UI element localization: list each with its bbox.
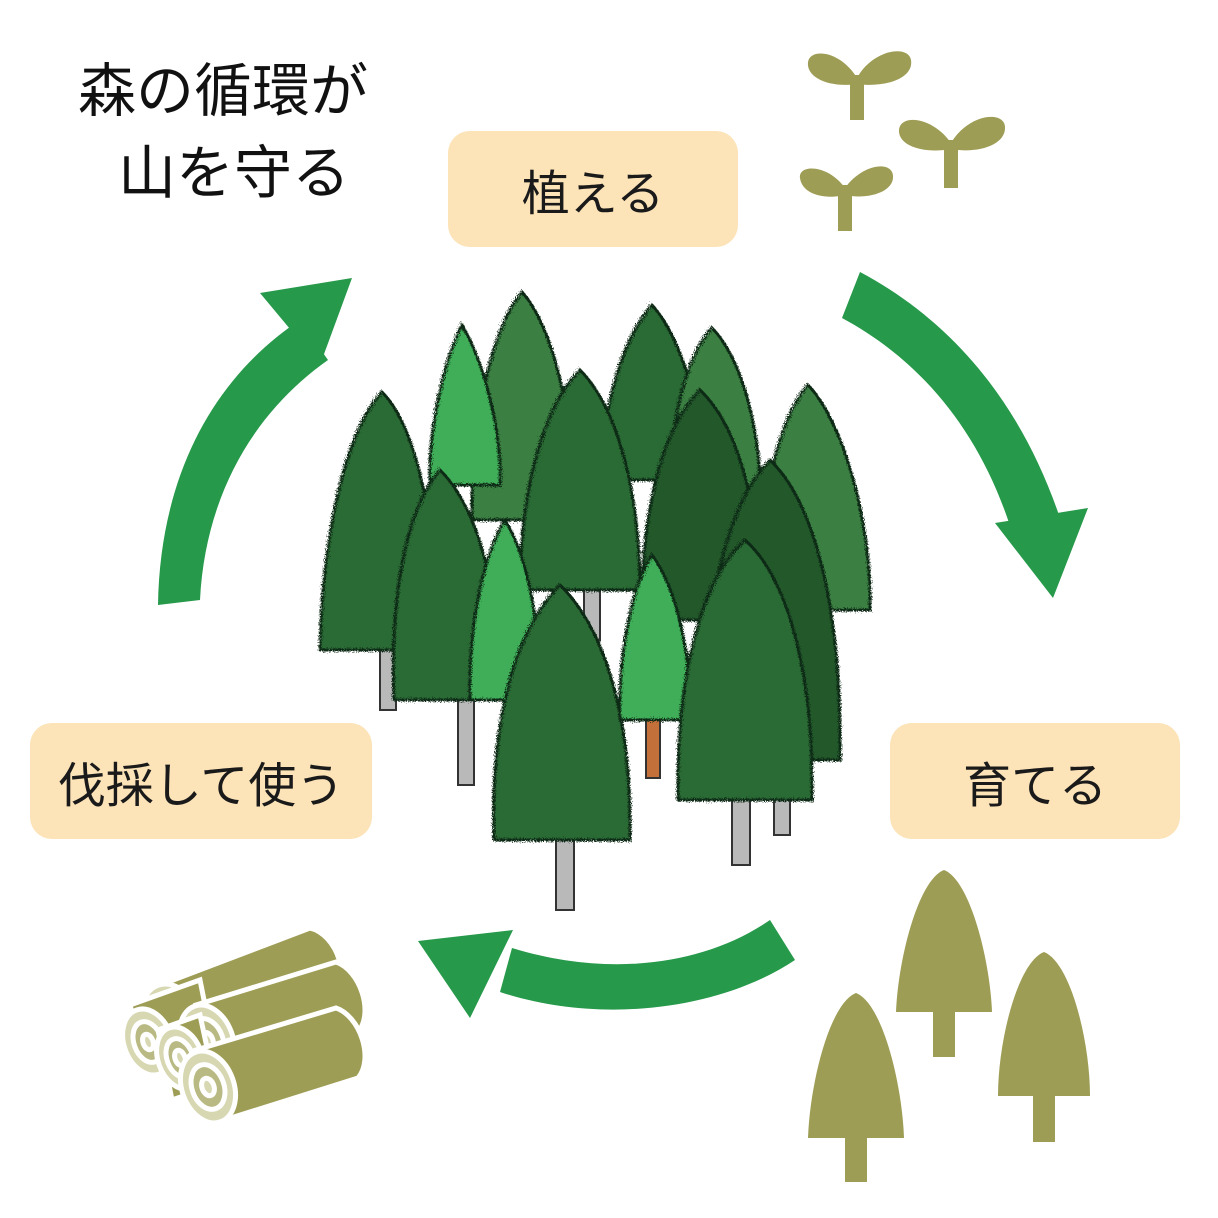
step-label-harvest: 伐採して使う — [30, 723, 372, 839]
sprout-icon — [799, 166, 894, 231]
sprout-icon — [807, 51, 912, 120]
log-pile-icon — [120, 925, 368, 1126]
cycle-arrows — [158, 272, 1088, 1018]
conifer-icon-group — [808, 870, 1090, 1182]
title-line-2: 山を守る — [118, 139, 351, 207]
title-line-1: 森の循環が — [78, 57, 369, 125]
arrow-grow-to-harvest — [418, 920, 795, 1018]
step-label-grow: 育てる — [890, 723, 1180, 839]
sprout-icon — [898, 116, 1006, 188]
forest-illustration — [318, 289, 872, 911]
arrow-harvest-to-plant — [158, 278, 352, 605]
diagram-title: 森の循環が 山を守る — [78, 50, 368, 214]
conifer-icon — [808, 993, 904, 1182]
log — [177, 1005, 368, 1126]
sprout-icon-group — [799, 51, 1006, 231]
canopies — [318, 289, 872, 842]
conifer-icon — [896, 870, 992, 1057]
step-label-plant: 植える — [448, 131, 738, 247]
conifer-icon — [998, 952, 1090, 1142]
arrow-plant-to-grow — [842, 272, 1088, 598]
